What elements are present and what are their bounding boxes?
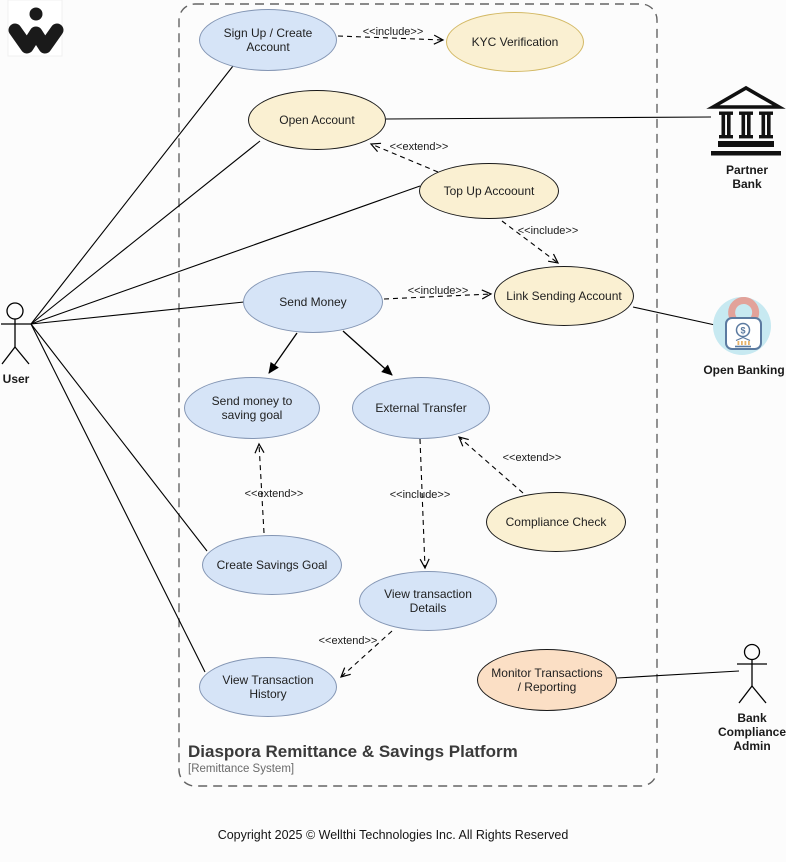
usecase-label: View Transaction History bbox=[222, 672, 314, 701]
extend-topup-open-account bbox=[369, 142, 439, 173]
usecase-compliance-check[interactable]: Compliance Check bbox=[486, 492, 626, 552]
diagram-title: Diaspora Remittance & Savings Platform bbox=[188, 742, 518, 761]
extend-create-savings-send-to-goal bbox=[254, 442, 265, 534]
admin-label-line1: Bank bbox=[737, 711, 767, 725]
assoc-user-create-savings bbox=[30, 323, 208, 552]
include-label: <<include>> bbox=[362, 26, 424, 38]
partner-bank-label-line1: Partner bbox=[726, 163, 768, 177]
assoc-open-account-partner-bank bbox=[385, 116, 712, 120]
assoc-user-view-history bbox=[30, 323, 206, 673]
include-label: <<include>> bbox=[389, 489, 451, 501]
user-association-lines bbox=[30, 65, 421, 673]
admin-label-line3: Admin bbox=[733, 739, 770, 753]
actor-user[interactable]: User bbox=[1, 302, 31, 386]
usecase-open-account[interactable]: Open Account bbox=[248, 90, 386, 150]
usecase-label: Open Account bbox=[279, 112, 355, 127]
usecase-kyc-verification[interactable]: KYC Verification bbox=[446, 12, 584, 72]
usecase-label: Sign Up / Create Account bbox=[223, 25, 313, 54]
extend-label: <<extend>> bbox=[244, 488, 304, 500]
arrow-send-money-to-external-transfer bbox=[342, 330, 393, 376]
system-boundary bbox=[178, 3, 658, 787]
user-stick-figure-icon bbox=[1, 302, 31, 365]
usecase-label: Top Up Accoount bbox=[443, 183, 535, 198]
bank-building-icon bbox=[706, 85, 786, 156]
user-label: User bbox=[3, 372, 30, 386]
assoc-user-send-money bbox=[30, 301, 245, 325]
open-banking-coin-symbol: $ bbox=[740, 326, 745, 336]
assoc-user-top-up bbox=[30, 185, 421, 325]
extend-label: <<extend>> bbox=[502, 452, 562, 464]
usecase-label: Monitor Transactions / Reporting bbox=[491, 665, 603, 694]
open-banking-padlock-icon: $ bbox=[713, 297, 771, 355]
partner-bank-label-line2: Bank bbox=[732, 177, 762, 191]
extend-label: <<extend>> bbox=[318, 635, 378, 647]
assoc-link-sending-open-banking bbox=[632, 306, 716, 326]
usecase-label: Compliance Check bbox=[505, 514, 607, 529]
arrow-send-money-to-saving-goal bbox=[268, 332, 298, 374]
extend-view-details-view-history bbox=[340, 630, 393, 678]
usecase-monitor-transactions-reporting[interactable]: Monitor Transactions / Reporting bbox=[477, 649, 617, 711]
assoc-user-open-account bbox=[30, 140, 261, 325]
include-label: <<include>> bbox=[517, 225, 579, 237]
logo-dot bbox=[29, 7, 43, 21]
actor-partner-bank[interactable]: Partner Bank bbox=[706, 85, 786, 191]
usecase-view-transaction-details[interactable]: View transaction Details bbox=[359, 571, 497, 631]
assoc-user-signup bbox=[30, 65, 234, 325]
usecase-send-money[interactable]: Send Money bbox=[243, 271, 383, 333]
usecase-send-money-to-saving-goal[interactable]: Send money to saving goal bbox=[184, 377, 320, 439]
usecase-sign-up-create-account[interactable]: Sign Up / Create Account bbox=[199, 9, 337, 71]
assoc-monitor-compliance-admin bbox=[616, 670, 740, 679]
usecase-view-transaction-history[interactable]: View Transaction History bbox=[199, 657, 337, 717]
admin-stick-figure-icon bbox=[737, 643, 767, 704]
actor-open-banking[interactable]: $ Open Banking bbox=[703, 297, 785, 377]
include-topup-link-sending bbox=[501, 220, 560, 264]
extend-label: <<extend>> bbox=[389, 141, 449, 153]
usecase-label: Send money to saving goal bbox=[211, 393, 293, 422]
wellthi-logo[interactable] bbox=[7, 0, 64, 57]
include-external-transfer-view-details bbox=[419, 438, 430, 570]
extend-compliance-external-transfer bbox=[457, 436, 524, 494]
admin-label-line2: Compliance bbox=[718, 725, 786, 739]
actor-bank-compliance-admin[interactable]: Bank Compliance Admin bbox=[718, 643, 786, 754]
include-label: <<include>> bbox=[407, 285, 469, 297]
usecase-label: KYC Verification bbox=[471, 34, 559, 49]
copyright-text: Copyright 2025 © Wellthi Technologies In… bbox=[217, 828, 569, 842]
usecase-label: Create Savings Goal bbox=[216, 557, 328, 572]
usecase-external-transfer[interactable]: External Transfer bbox=[352, 377, 490, 439]
usecase-create-savings-goal[interactable]: Create Savings Goal bbox=[202, 535, 342, 595]
logo-crown-icon bbox=[8, 23, 64, 54]
open-banking-label: Open Banking bbox=[703, 363, 784, 377]
usecase-top-up-account[interactable]: Top Up Accoount bbox=[419, 163, 559, 219]
usecase-label: Send Money bbox=[279, 294, 347, 309]
usecase-label: View transaction Details bbox=[384, 586, 472, 615]
diagram-subtitle: [Remittance System] bbox=[188, 763, 295, 775]
usecase-label: Link Sending Account bbox=[506, 288, 622, 303]
usecase-label: External Transfer bbox=[375, 400, 467, 415]
usecase-link-sending-account[interactable]: Link Sending Account bbox=[494, 266, 634, 326]
